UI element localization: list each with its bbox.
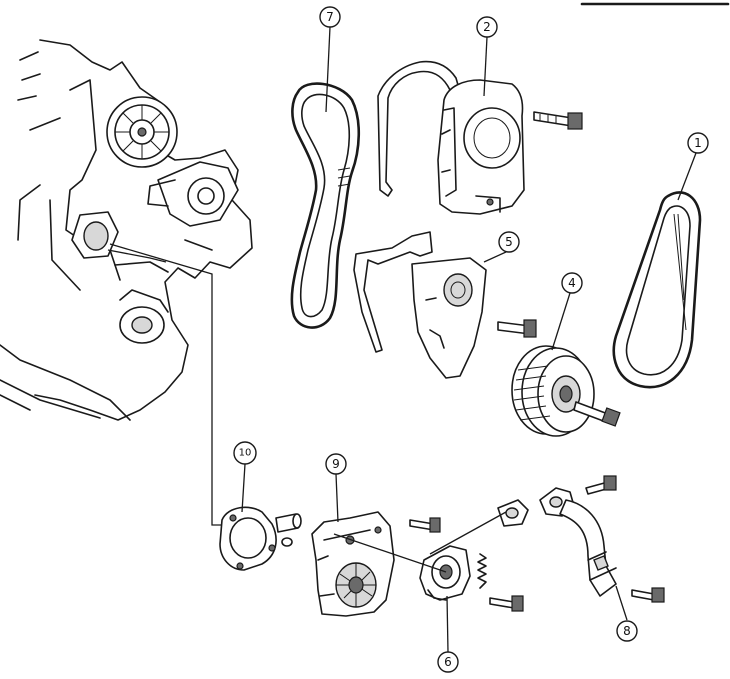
callout-7: 7 <box>319 6 341 28</box>
belt-tensioner <box>409 499 529 612</box>
leader-2 <box>483 36 488 97</box>
upper-timing-cover <box>377 60 583 215</box>
water-pump <box>311 511 395 617</box>
timing-belt <box>290 82 361 329</box>
callout-9-label: 9 <box>332 457 340 471</box>
callout-4-label: 4 <box>568 276 576 290</box>
water-pump-gasket <box>219 506 302 571</box>
leader-10 <box>241 463 246 513</box>
leader-6 <box>446 595 449 653</box>
leader-1 <box>677 152 697 201</box>
callout-5: 5 <box>498 231 520 253</box>
callout-10: 10 <box>233 441 257 465</box>
leader-5 <box>483 251 507 263</box>
callout-8: 8 <box>616 620 638 642</box>
leader-8 <box>615 585 628 621</box>
callout-9: 9 <box>325 453 347 475</box>
callout-2: 2 <box>476 16 498 38</box>
guide-line-flange <box>429 511 507 555</box>
callout-6: 6 <box>437 651 459 673</box>
engine-block <box>0 39 253 421</box>
water-inlet-pipe <box>539 475 665 603</box>
guide-line-pump <box>109 243 226 526</box>
guide-line-pump-b <box>107 249 167 263</box>
callout-6-label: 6 <box>444 655 452 669</box>
lower-timing-cover <box>353 231 537 379</box>
callout-1: 1 <box>687 132 709 154</box>
leader-7 <box>325 26 331 113</box>
leader-4 <box>551 292 571 351</box>
callout-10-label: 10 <box>239 448 252 459</box>
leader-9 <box>335 473 339 523</box>
callout-2-label: 2 <box>483 20 491 34</box>
drive-belt <box>612 191 702 389</box>
callout-4: 4 <box>561 272 583 294</box>
guide-line-tensioner <box>333 533 447 573</box>
callout-1-label: 1 <box>694 136 702 150</box>
crankshaft-pulley <box>511 345 621 437</box>
idler-pulley <box>187 177 225 215</box>
callout-8-label: 8 <box>623 624 631 638</box>
callout-5-label: 5 <box>505 235 513 249</box>
callout-7-label: 7 <box>326 10 334 24</box>
